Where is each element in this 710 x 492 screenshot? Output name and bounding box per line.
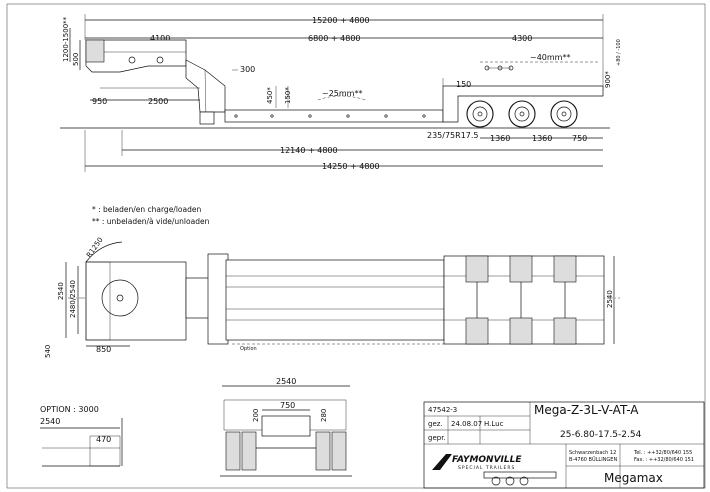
rear-view: 2540 750 200 280	[220, 377, 352, 477]
sheet-border	[6, 3, 706, 489]
kingpin-offset-text: 540	[44, 345, 52, 358]
deck-height-b-text: 150*	[284, 87, 292, 104]
address-line-1: Schwarzenbach 12	[569, 450, 616, 456]
swan-step-plan	[207, 253, 229, 345]
drawing-number: 47542-3	[428, 406, 457, 414]
height-range-text: 1200-1500**	[62, 16, 70, 62]
note-unloaded: ** : unbeladen/à vide/unloaden	[92, 217, 210, 226]
rear-height-text: 900*	[604, 71, 612, 88]
rear-width-text: 2540	[276, 377, 296, 386]
rear-bogie-frame	[442, 85, 604, 123]
kingpin-dim-text: 850	[96, 345, 111, 354]
low-deck-frame	[224, 109, 444, 123]
total-length-text: 14250 + 4800	[322, 162, 380, 171]
gooseneck-plan	[85, 261, 187, 341]
note-loaded: * : beladen/en charge/loaden	[92, 205, 201, 214]
address-line-2: B-4760 BÜLLINGEN	[569, 456, 617, 463]
bogie-axles	[465, 255, 577, 345]
gooseneck-height-text: 500	[72, 53, 80, 66]
top-view: R1250 2540 2480/2540 540 850 Option	[44, 236, 620, 358]
rear-sag-text: ~40mm**	[530, 53, 570, 62]
rear-step-text: 150	[456, 80, 471, 89]
brand-subtitle: SPECIAL TRAILERS	[458, 465, 515, 471]
deck-sag-text: ~25mm**	[322, 89, 362, 98]
rear-height-right-text: 280	[320, 409, 328, 422]
brand-logo: FAYMONVILLE SPECIAL TRAILERS	[432, 454, 557, 486]
spec-code: 25-6.80-17.5-2.54	[560, 430, 642, 440]
rear-length-text: 4300	[512, 34, 532, 43]
tyre-size-text: 235/75R17.5	[427, 131, 479, 140]
product-name: Megamax	[604, 471, 663, 485]
option-width-text: 2540	[40, 417, 60, 426]
drawn-author: H.Luc	[484, 420, 504, 428]
drawn-date: 24.08.07	[451, 420, 482, 428]
gooseneck-body	[85, 39, 187, 73]
swan-step-text: 300	[240, 65, 255, 74]
overall-length-text: 15200 + 4800	[312, 16, 370, 25]
front-overhang-text: 950	[92, 97, 107, 106]
phone: Tel. : ++32/80/640 155	[633, 450, 692, 456]
drawn-label: gez.	[428, 420, 443, 428]
option-label: Option	[240, 346, 257, 352]
kingpin-length-text: 2500	[148, 97, 168, 106]
side-view: 15200 + 4800 4100 6800 + 4800 4300 1200-…	[60, 14, 622, 172]
rear-wheels	[466, 100, 578, 128]
axle-spacing-1-text: 1360	[490, 134, 510, 143]
option-extension-text: 470	[96, 435, 111, 444]
deck-lashing-points	[234, 114, 426, 118]
axle-spacing-2-text: 1360	[532, 134, 552, 143]
loading-length-text: 12140 + 4800	[280, 146, 338, 155]
checked-label: gepr.	[428, 434, 446, 442]
rear-inner-width-text: 750	[280, 401, 295, 410]
deck-plan	[225, 259, 445, 341]
option-detail-view: OPTION : 3000 2540 470	[40, 405, 123, 467]
width-front-text: 2540	[57, 282, 65, 300]
brand-name: FAYMONVILLE	[452, 455, 522, 465]
model-name: Mega-Z-3L-V-AT-A	[534, 403, 639, 417]
rear-overhang-text: 750	[572, 134, 587, 143]
title-block: 47542-3 Mega-Z-3L-V-AT-A gez. 24.08.07 H…	[423, 401, 705, 489]
fax: Fax. : ++32/80/640 151	[634, 457, 694, 463]
deck-length-text: 6800 + 4800	[308, 34, 361, 43]
gooseneck-length-text: 4100	[150, 34, 170, 43]
deck-ribs	[226, 275, 444, 321]
width-rear-text: 2540	[606, 290, 614, 308]
option-text: OPTION : 3000	[40, 405, 99, 414]
gooseneck-width-text: 2480/2540	[69, 280, 77, 318]
rear-height-left-text: 200	[252, 409, 260, 422]
kingpin-plate	[101, 279, 139, 317]
axle-travel-text: +80 / -100	[616, 39, 622, 66]
deck-height-text: 450*	[266, 87, 274, 104]
rear-view-wheels	[225, 431, 347, 471]
